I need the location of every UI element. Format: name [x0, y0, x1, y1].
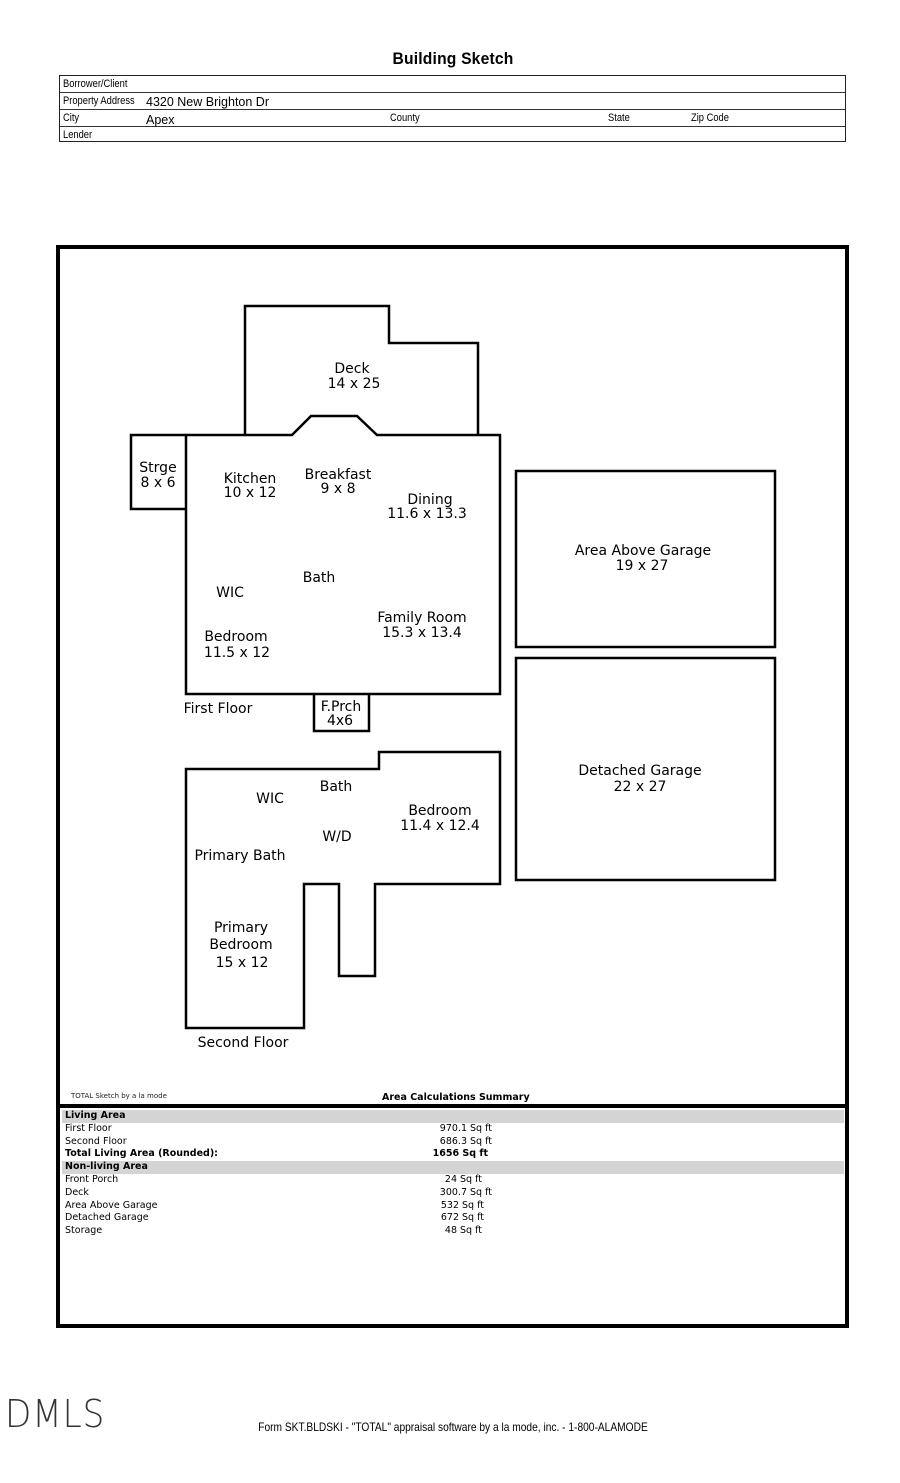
room-dims: 11.6 x 13.3 [387, 506, 467, 522]
table-row: First Floor 970.1 Sq ft [65, 1122, 492, 1134]
first-floor-label: First Floor [184, 701, 253, 717]
sketch-credit: TOTAL Sketch by a la mode [71, 1092, 167, 1100]
room-dims: 4x6 [327, 713, 353, 729]
room-dims: 10 x 12 [224, 485, 277, 501]
address-label: Property Address [63, 95, 135, 107]
first-floor-outline [184, 414, 502, 696]
front-porch-outline [312, 694, 371, 733]
room-label: Primary [214, 920, 268, 936]
room-label: Primary Bath [194, 848, 285, 864]
room-label: Detached Garage [578, 763, 701, 779]
address-value: 4320 New Brighton Dr [146, 95, 269, 109]
table-row: Front Porch 24 Sq ft [65, 1173, 482, 1185]
room-dims: 15.3 x 13.4 [382, 625, 462, 641]
city-label: City [63, 112, 80, 124]
room-label: Area Above Garage [575, 543, 711, 559]
room-dims: 14 x 25 [328, 376, 381, 392]
second-floor-outline [184, 750, 502, 1030]
table-row: Detached Garage 672 Sq ft [65, 1212, 484, 1224]
table-row: Deck 300.7 Sq ft [65, 1186, 492, 1198]
lender-label: Lender [63, 129, 93, 141]
table-row: Area Above Garage 532 Sq ft [65, 1199, 484, 1211]
room-label: Bath [320, 779, 353, 795]
city-value: Apex [146, 113, 175, 127]
form-footer: Form SKT.BLDSKI - "TOTAL" appraisal soft… [258, 1420, 648, 1434]
city-row: City Apex County State Zip Code [60, 110, 845, 127]
table-row: Second Floor 686.3 Sq ft [65, 1135, 492, 1147]
room-label: W/D [322, 829, 351, 845]
room-label: Family Room [377, 610, 466, 626]
room-label: Breakfast [305, 467, 372, 483]
room-dims: 19 x 27 [616, 558, 669, 574]
room-label: WIC [216, 585, 244, 601]
total-living-row: Total Living Area (Rounded): 1656 Sq ft [65, 1148, 488, 1160]
page-title: Building Sketch [392, 49, 514, 68]
sketch-frame [56, 245, 849, 1328]
room-label: Bedroom [204, 629, 267, 645]
detached-garage-outline [514, 656, 777, 882]
room-label: Bath [303, 570, 336, 586]
state-label: State [608, 112, 630, 124]
room-label: WIC [256, 791, 284, 807]
floor-plan-sketch: Deck 14 x 25 Strge 8 x 6 Kitchen 10 x 12… [129, 304, 777, 1051]
borrower-label: Borrower/Client [63, 78, 128, 90]
room-dims: 11.5 x 12 [204, 645, 270, 661]
area-above-garage-outline [514, 469, 777, 649]
room-label: Bedroom [408, 803, 471, 819]
room-dims: 15 x 12 [216, 955, 269, 971]
area-summary-table: Living Area First Floor 970.1 Sq ft Seco… [62, 1110, 844, 1238]
county-label: County [390, 112, 420, 124]
borrower-row: Borrower/Client [60, 76, 845, 93]
dmls-watermark-logo: DMLS [5, 1392, 106, 1436]
summary-title: Area Calculations Summary [382, 1092, 530, 1103]
address-row: Property Address 4320 New Brighton Dr [60, 93, 845, 110]
deck-outline [243, 304, 480, 435]
property-header-table: Borrower/Client Property Address 4320 Ne… [59, 75, 846, 142]
second-floor-label: Second Floor [198, 1035, 289, 1051]
lender-row: Lender [60, 127, 845, 144]
room-label: Dining [407, 492, 452, 508]
table-row: Storage 48 Sq ft [65, 1225, 482, 1237]
room-label: Bedroom [209, 937, 272, 953]
zip-label: Zip Code [691, 112, 729, 124]
room-label: Deck [334, 361, 370, 377]
room-label: Strge [139, 460, 176, 476]
room-dims: 9 x 8 [321, 481, 356, 497]
living-area-header: Living Area [62, 1110, 844, 1123]
room-dims: 22 x 27 [614, 779, 667, 795]
room-dims: 8 x 6 [141, 475, 176, 491]
summary-divider [56, 1104, 849, 1108]
non-living-area-header: Non-living Area [62, 1161, 844, 1174]
room-label: F.Prch [321, 699, 361, 715]
room-label: Kitchen [224, 471, 277, 487]
storage-outline [129, 433, 186, 511]
room-dims: 11.4 x 12.4 [400, 818, 480, 834]
